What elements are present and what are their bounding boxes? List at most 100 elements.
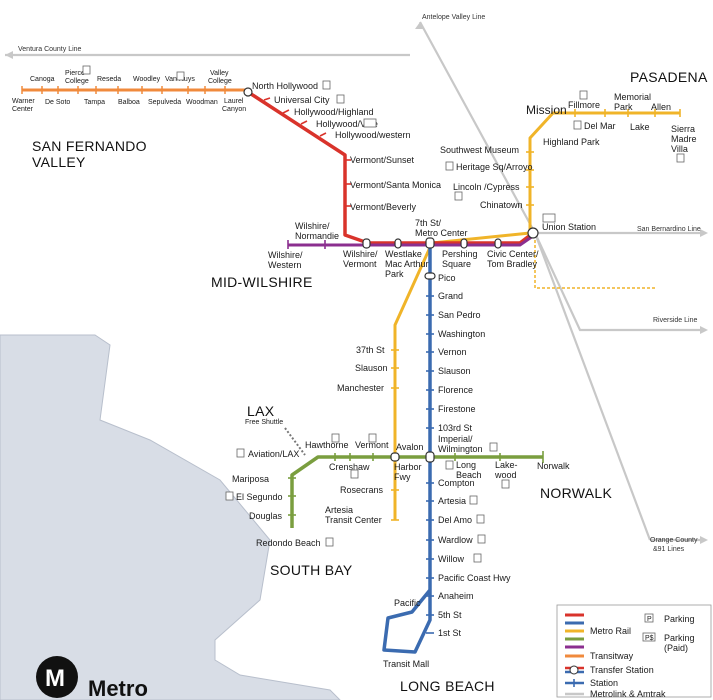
legend-p-symbol: P [647,616,652,623]
region-sfv-2: VALLEY [32,154,86,170]
transfer-pico [424,272,436,280]
label-wilshire-vermont-1: Wilshire/ [343,249,378,259]
orange-line-ticks [21,86,226,94]
legend-parking-paid-2: (Paid) [664,643,688,653]
transfer-harbor-fwy [390,452,400,462]
label-valley-college-1: Valley [210,70,229,77]
label-chinatown: Chinatown [480,200,523,210]
label-wilshire-normandie-1: Wilshire/ [295,221,330,231]
label-vermont-sunset: Vermont/Sunset [350,155,415,165]
label-pershing-2: Square [442,259,471,269]
label-crenshaw: Crenshaw [329,462,370,472]
metrolink-arrow-sanbernardino [700,229,708,237]
region-norwalk: NORWALK [540,485,612,501]
label-37th: 37th St [356,345,385,355]
label-harbor-2: Fwy [394,472,411,482]
transfer-stations [243,87,539,463]
legend-metrolink: Metrolink & Amtrak [590,689,666,699]
metro-logo-letter: M [45,665,65,692]
label-del-amo: Del Amo [438,515,472,525]
label-slauson-blue: Slauson [438,366,471,376]
metro-logo-text: Metro [88,676,148,700]
transfer-imperial [425,451,435,463]
label-vermont-santa-monica: Vermont/Santa Monica [350,180,441,190]
label-artesia-tc-1: Artesia [325,505,353,515]
region-labels: PASADENA SAN FERNANDO VALLEY MID-WILSHIR… [32,69,708,694]
label-southwest-museum: Southwest Museum [440,145,519,155]
label-artesia-tc-2: Transit Center [325,515,382,525]
label-artesia: Artesia [438,496,466,506]
label-universal-city: Universal City [274,95,330,105]
ext-orange-county-2: &91 Lines [653,546,685,553]
legend-parking: Parking [664,614,695,624]
blue-line-ticks [426,295,434,634]
label-vermont-green: Vermont [355,440,389,450]
red-line-ticks [263,97,351,207]
transfer-wilshire-vermont [362,238,371,249]
label-lake: Lake [630,122,650,132]
label-warner-1: Warner [12,98,35,105]
label-avalon: Avalon [396,442,423,452]
label-pierce-2: College [65,78,89,85]
label-long-beach-1: Long [456,460,476,470]
label-fillmore: Fillmore [568,100,600,110]
label-civic-center-2: Tom Bradley [487,259,538,269]
lax-shuttle [284,427,306,456]
metrolink-arrow-antelope [415,22,424,29]
transfer-civic-center [494,238,502,249]
label-grand: Grand [438,291,463,301]
label-mission: Mission [526,103,567,117]
green-line-ticks [288,451,544,516]
label-westlake-3: Park [385,269,404,279]
legend-transfer: Transfer Station [590,665,654,675]
label-imperial-1: Imperial/ [438,434,473,444]
label-vermont-beverly: Vermont/Beverly [350,202,417,212]
label-woodman: Woodman [186,99,218,106]
label-hollywood-highland: Hollywood/Highland [294,107,374,117]
label-wardlow: Wardlow [438,535,473,545]
label-balboa: Balboa [118,99,140,106]
region-mid-wilshire: MID-WILSHIRE [211,274,313,290]
label-reseda: Reseda [97,76,121,83]
ext-san-bernardino: San Bernardino Line [637,226,701,233]
label-transit-mall: Transit Mall [383,659,429,669]
transfer-pershing [460,238,468,249]
legend-metro-rail: Metro Rail [590,626,631,636]
label-florence: Florence [438,385,473,395]
metrolink-arrow-orangecounty [700,536,708,544]
label-aviation-lax: Aviation/LAX [248,449,299,459]
label-lakewood-1: Lake- [495,460,518,470]
label-anaheim: Anaheim [438,591,474,601]
transfer-north-hollywood [243,87,253,97]
parking-symbols [82,65,685,563]
label-pch: Pacific Coast Hwy [438,573,511,583]
label-imperial-2: Wilmington [438,444,483,454]
transfer-union-station [527,227,539,239]
legend: Metro Rail Transitway Transfer Station S… [556,604,712,699]
label-manchester: Manchester [337,383,384,393]
label-sierra-madre-1: Sierra [671,124,695,134]
label-woodley: Woodley [133,76,161,83]
label-highland-park: Highland Park [543,137,600,147]
label-laurel-canyon-2: Canyon [222,106,246,113]
region-lax-sub: Free Shuttle [245,419,283,426]
label-heritage-sq: Heritage Sq/Arroyo [456,162,533,172]
label-rosecrans: Rosecrans [340,485,384,495]
transfer-metro-center [425,237,435,249]
label-metro-center-2: Metro Center [415,228,468,238]
label-del-mar: Del Mar [584,121,616,131]
blue-line [382,243,432,654]
legend-transitway: Transitway [590,651,634,661]
label-pico: Pico [438,273,456,283]
label-lincoln-cypress: Lincoln /Cypress [453,182,520,192]
label-el-segundo: El Segundo [236,492,283,502]
label-civic-center-1: Civic Center/ [487,249,539,259]
region-pasadena: PASADENA [630,69,708,85]
label-allen: Allen [651,102,671,112]
label-harbor-1: Harbor [394,462,422,472]
label-warner-2: Center [12,106,34,113]
label-de-soto: De Soto [45,99,70,106]
gold-line-ticks [391,109,681,521]
